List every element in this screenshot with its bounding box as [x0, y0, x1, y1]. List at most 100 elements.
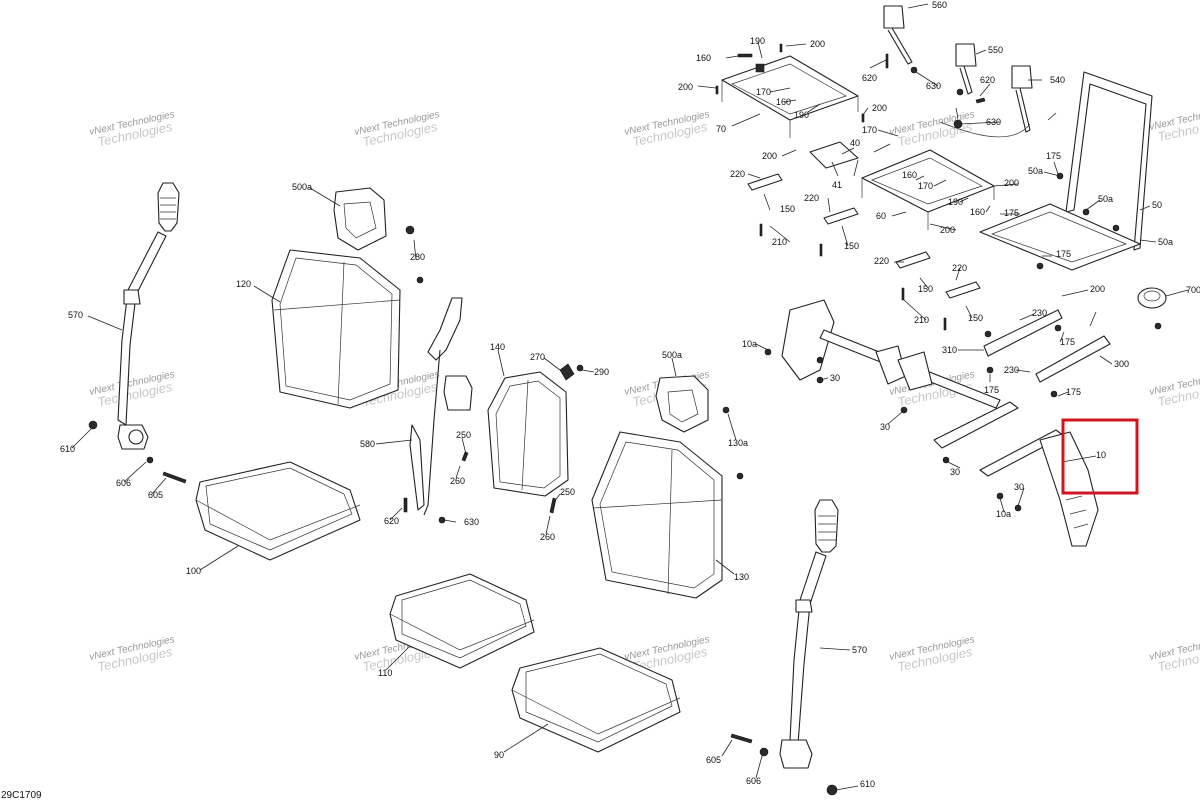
seat-backrest-120 — [271, 249, 401, 409]
callout-label: 620 — [980, 75, 995, 85]
callout-label: 30 — [1014, 482, 1024, 492]
callout-label: 630 — [926, 81, 941, 91]
callout-label: 200 — [872, 103, 887, 113]
callout-label: 500a — [662, 350, 682, 360]
nut-icon — [1050, 390, 1058, 398]
seat-backrest-130 — [591, 431, 723, 599]
headrest-500a-left — [333, 187, 387, 251]
callout-label: 230 — [1032, 308, 1047, 318]
bolt-icon — [975, 97, 986, 104]
callout-label: 50a — [1028, 166, 1043, 176]
callout-label: 230 — [1004, 365, 1019, 375]
callout-label: 30 — [830, 373, 840, 383]
bolt-icon — [819, 243, 823, 257]
callout-label: 10a — [996, 509, 1011, 519]
callout-label: 150 — [844, 241, 859, 251]
slider-rails-150 — [747, 173, 981, 299]
callout-label: 10a — [742, 339, 757, 349]
callout-label: 160 — [776, 97, 791, 107]
adjuster-bar-300 — [1035, 335, 1111, 383]
callout-label: 190 — [948, 197, 963, 207]
bolt-icon — [901, 287, 905, 301]
callout-label: 120 — [236, 279, 251, 289]
bolt-icon — [759, 223, 763, 237]
callout-label: 60 — [876, 211, 886, 221]
seatbelt-right — [779, 499, 839, 769]
callout-label: 70 — [716, 124, 726, 134]
callout-label: 160 — [902, 170, 917, 180]
callout-label: 290 — [594, 367, 609, 377]
callout-label: 175 — [1060, 337, 1075, 347]
base-frame — [781, 299, 1065, 477]
callout-label: 150 — [780, 204, 795, 214]
nut-icon — [816, 356, 824, 364]
callout-label: 200 — [810, 39, 825, 49]
callout-label: 570 — [68, 310, 83, 320]
callout-label: 90 — [494, 750, 504, 760]
nut-icon — [984, 330, 992, 338]
nut-icon — [956, 88, 964, 96]
seat-frame-60 — [861, 149, 995, 230]
callout-label: 140 — [490, 342, 505, 352]
callout-label: 175 — [1046, 151, 1061, 161]
seat-backrest-140 — [487, 371, 569, 497]
bolt-icon — [755, 63, 765, 73]
seatbelt-left — [117, 182, 180, 450]
bolt-icon — [885, 53, 889, 69]
nut-icon — [826, 784, 838, 796]
nut-icon — [759, 747, 769, 757]
callout-label: 200 — [678, 82, 693, 92]
callout-label: 130a — [728, 438, 748, 448]
nut-icon — [736, 472, 744, 480]
callout-label: 250 — [560, 487, 575, 497]
seat-cushion-110 — [389, 573, 535, 669]
callout-label: 150 — [918, 284, 933, 294]
callout-label: 560 — [932, 0, 947, 10]
callout-label: 700 — [1186, 285, 1200, 295]
nut-icon — [146, 456, 154, 464]
buckles — [883, 5, 1033, 138]
nut-icon — [1154, 322, 1162, 330]
bolt-icon — [943, 317, 947, 331]
callout-label: 280 — [410, 252, 425, 262]
nut-icon — [910, 66, 918, 74]
callout-label: 570 — [852, 645, 867, 655]
callout-label: 540 — [1050, 75, 1065, 85]
callout-label: 170 — [918, 181, 933, 191]
callout-label: 100 — [186, 566, 201, 576]
callout-label: 190 — [750, 36, 765, 46]
callout-label: 50a — [1158, 237, 1173, 247]
callout-label: 200 — [1090, 284, 1105, 294]
callout-label-highlighted: 10 — [1096, 450, 1106, 460]
nut-icon — [1082, 208, 1090, 216]
callout-label: 310 — [942, 345, 957, 355]
callout-label: 250 — [456, 430, 471, 440]
callout-label: 260 — [540, 532, 555, 542]
callout-label: 220 — [804, 193, 819, 203]
callout-label: 210 — [914, 315, 929, 325]
callout-label: 175 — [1004, 208, 1019, 218]
bolt-icon — [162, 471, 187, 484]
callout-label: 175 — [1056, 249, 1071, 259]
callout-label: 610 — [60, 444, 75, 454]
backrest-frame-50 — [979, 71, 1153, 271]
callout-label: 200 — [940, 225, 955, 235]
nut-icon — [416, 276, 424, 284]
callout-label: 50a — [1098, 194, 1113, 204]
callout-label: 220 — [952, 263, 967, 273]
callout-label: 630 — [464, 517, 479, 527]
callout-label: 300 — [1114, 359, 1129, 369]
callout-label: 50 — [1152, 200, 1162, 210]
nut-icon — [1112, 224, 1120, 232]
callout-label: 210 — [772, 237, 787, 247]
callout-label: 40 — [850, 138, 860, 148]
nut-icon — [405, 225, 415, 235]
callout-label: 150 — [968, 313, 983, 323]
callout-label: 130 — [734, 572, 749, 582]
nut-icon — [986, 366, 994, 374]
callout-label: 550 — [988, 45, 1003, 55]
buckle-icon — [559, 363, 575, 381]
